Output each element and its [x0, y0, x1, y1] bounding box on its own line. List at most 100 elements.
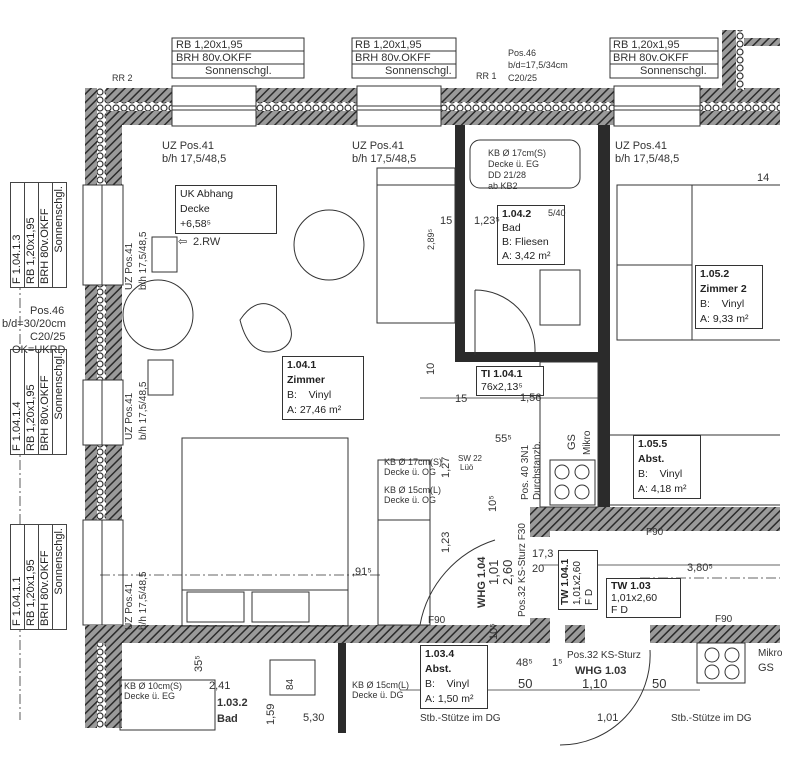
note-kb15b: KB Ø 15cm(L) [352, 680, 410, 690]
note-stuetze: Stb.-Stütze im DG [420, 713, 501, 724]
column-pos: Pos.46 [30, 305, 65, 317]
note-dd: DD 21/28 [488, 170, 527, 180]
lintel-label: UZ Pos.41 [162, 140, 214, 152]
interior-walls [85, 125, 780, 733]
dim: 14 [757, 172, 770, 184]
window-tag-frames [171, 37, 719, 79]
dim: 1⁵ [552, 657, 563, 669]
note-stuetze: Stb.-Stütze im DG [671, 713, 752, 724]
lintel-label: UZ Pos.41 [352, 140, 404, 152]
lintel-dim: b/h 17,5/48,5 [615, 153, 680, 165]
note-kb17-bath: KB Ø 17cm(S) [488, 148, 547, 158]
note-durchstanz: Durchstanzb. [532, 441, 543, 500]
note-decke-eg2: Decke ü. EG [124, 691, 176, 701]
dim: 15 [440, 215, 453, 227]
column-ok: OK=UKRD [12, 344, 66, 356]
note-decke-og: Decke ü. OG [384, 467, 437, 477]
note-pos40: Pos. 40 3N1 [520, 444, 531, 500]
lintel-dim: b/h 17,5/48,5 [138, 231, 149, 290]
dim: 50 [652, 676, 667, 691]
dim: 10⁵ [487, 495, 499, 512]
beam-concrete: C20/25 [508, 73, 538, 83]
arrow-icon: ⇦ [178, 236, 188, 248]
dim: ,91⁵ [352, 566, 372, 578]
windows [82, 85, 701, 626]
dim: 10⁵ [488, 623, 500, 640]
label-gs: GS [566, 434, 578, 450]
window-tag-rb: RB 1,20x1,95 [176, 39, 243, 51]
lintel-label: UZ Pos.41 [124, 392, 135, 440]
dim: 2,60 [500, 559, 515, 585]
column-concrete: C20/25 [30, 331, 66, 343]
rr1-label: RR 1 [476, 71, 497, 81]
note-sturz: Pos.32 KS-Sturz [567, 650, 641, 661]
lintel-dim: b/h 17,5/48,5 [138, 571, 149, 630]
room-1-03-2-name: Bad [217, 713, 238, 725]
note-sturz-f30: Pos.32 KS-Sturz F30 [517, 523, 528, 617]
dim: 48⁵ [516, 657, 533, 669]
note-kb15: KB Ø 15cm(L) [384, 485, 442, 495]
note-kb17: KB Ø 17cm(S) [384, 457, 443, 467]
dim: 1,01 [486, 559, 501, 585]
note-sw: SW 22 [458, 454, 483, 463]
dim: 1,01 [597, 712, 619, 724]
lintel-dim: b/h 17,5/48,5 [162, 153, 227, 165]
window-tag-rb: RB 1,20x1,95 [355, 39, 422, 51]
lintel-label: UZ Pos.41 [615, 140, 667, 152]
dim: 3,80⁵ [687, 562, 713, 574]
note-decke-dg: Decke ü. DG [352, 690, 404, 700]
beam-dim: b/d=17,5/34cm [508, 60, 568, 70]
window-tag-brh: BRH 80v.OKFF [176, 52, 252, 64]
dim: 2,41 [209, 680, 231, 692]
window-tag-sun: Sonnenschgl. [205, 65, 272, 77]
window-tag-rb: RB 1,20x1,95 [613, 39, 680, 51]
lintel-label: UZ Pos.41 [124, 582, 135, 630]
pos46-label: Pos.46 [508, 48, 537, 58]
note-kb10: KB Ø 10cm(S) [124, 681, 183, 691]
lintel-label: UZ Pos.41 [124, 242, 135, 290]
note-kb2: ab KB2 [488, 181, 518, 191]
dim: 55⁵ [495, 433, 512, 445]
dim: 50 [518, 676, 533, 691]
label-f90: F90 [715, 614, 733, 625]
dim: 10 [425, 362, 437, 375]
column-dim: b/d=30/20cm [2, 318, 66, 330]
label-mikro: Mikro [582, 430, 593, 455]
window-tag-brh: BRH 80v.OKFF [355, 52, 431, 64]
dim: 17,3 [532, 548, 554, 560]
dim: 15 [455, 393, 468, 405]
note-decke-og2: Decke ü. OG [384, 495, 437, 505]
dim: 1,56 [520, 392, 542, 404]
label-gs: GS [758, 662, 774, 674]
dim: 5/40 [548, 208, 566, 218]
dim: 2,89⁵ [426, 228, 436, 250]
dim: 1,27 [440, 456, 452, 478]
rr2-label: RR 2 [112, 73, 133, 83]
label-mikro: Mikro [758, 648, 783, 659]
note-lue: Lüö [460, 463, 474, 472]
label-f90: F90 [646, 527, 664, 538]
dim: 5,30 [303, 712, 325, 724]
window-tag-brh: BRH 80v.OKFF [613, 52, 689, 64]
dim: 1,23 [440, 531, 452, 553]
label-f90: F90 [428, 615, 446, 626]
window-tag-sun: Sonnenschgl. [385, 65, 452, 77]
dim: 1,10 [582, 676, 608, 691]
door-whg-1-03: WHG 1.03 [575, 665, 627, 677]
dim: 20 [532, 563, 545, 575]
window-tag-sun: Sonnenschgl. [640, 65, 707, 77]
note-decke-eg: Decke ü. EG [488, 159, 540, 169]
